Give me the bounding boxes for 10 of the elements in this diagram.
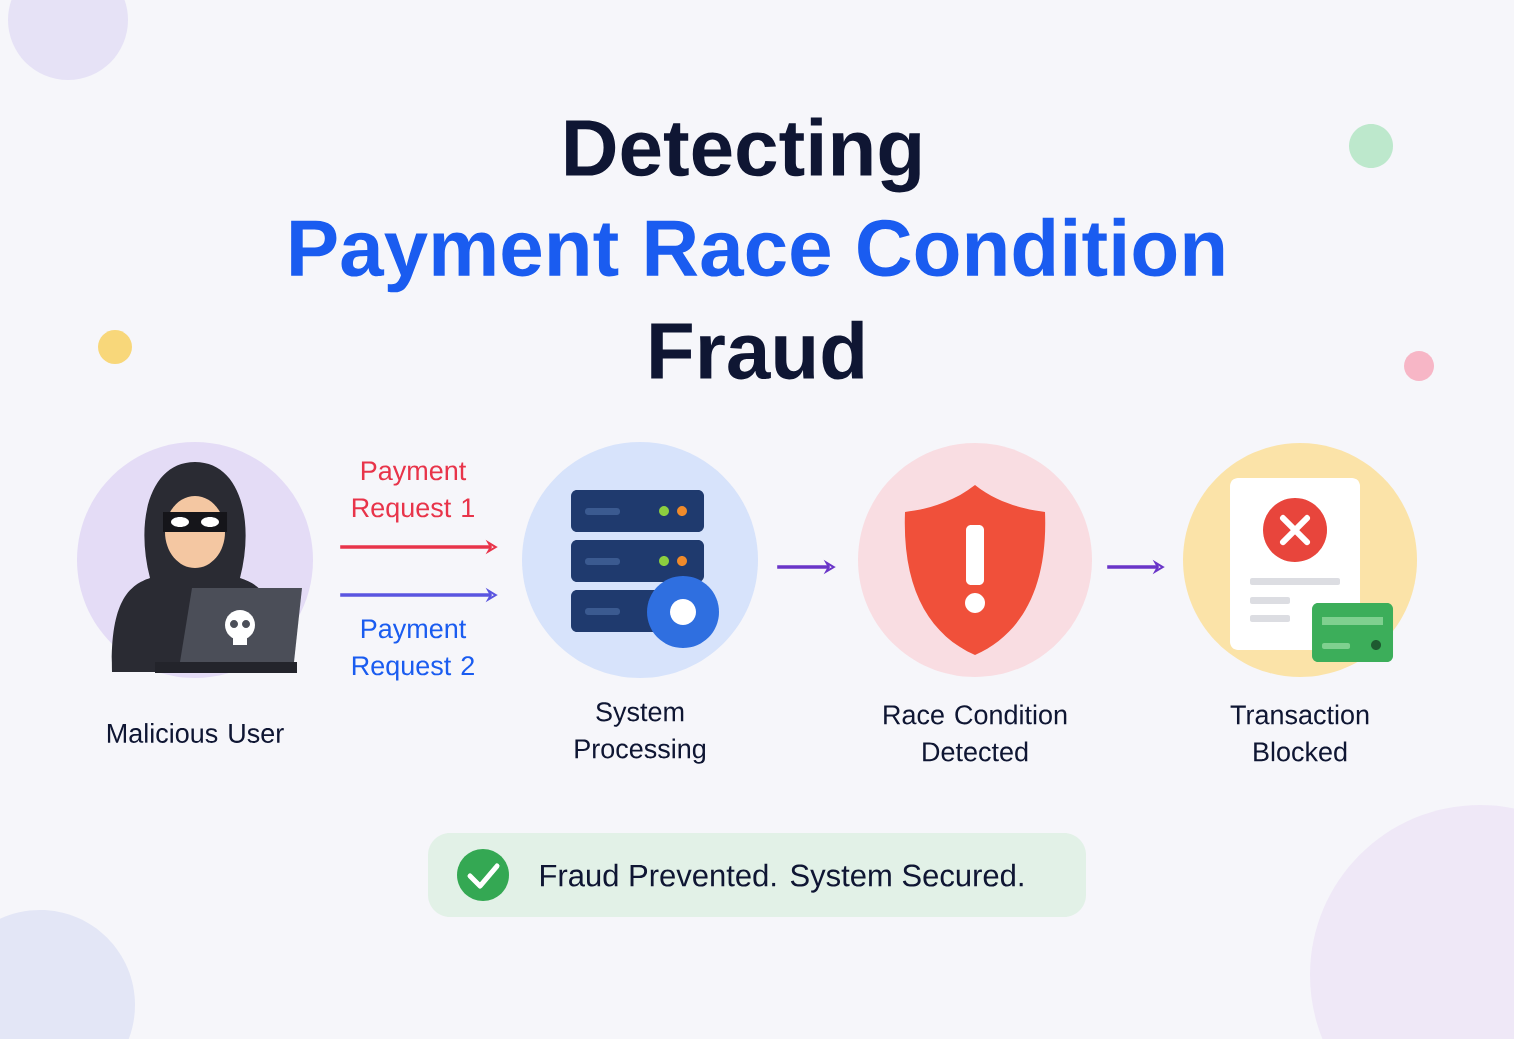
title-line: Fraud — [651, 320, 863, 380]
edge-label: Payment Request 2 — [352, 619, 474, 681]
status-banner: Fraud Prevented. System Secured. — [428, 833, 1086, 917]
step-label: Malicious User — [107, 723, 284, 743]
step-label: Race Condition Detected — [884, 704, 1067, 762]
title-line: Detecting — [566, 117, 920, 193]
step-label: System Processing — [575, 702, 706, 764]
title-line: Payment Race Condition — [291, 217, 1224, 293]
edge-label: Payment Request 1 — [352, 461, 474, 523]
step-label: Transaction Blocked — [1230, 704, 1369, 762]
